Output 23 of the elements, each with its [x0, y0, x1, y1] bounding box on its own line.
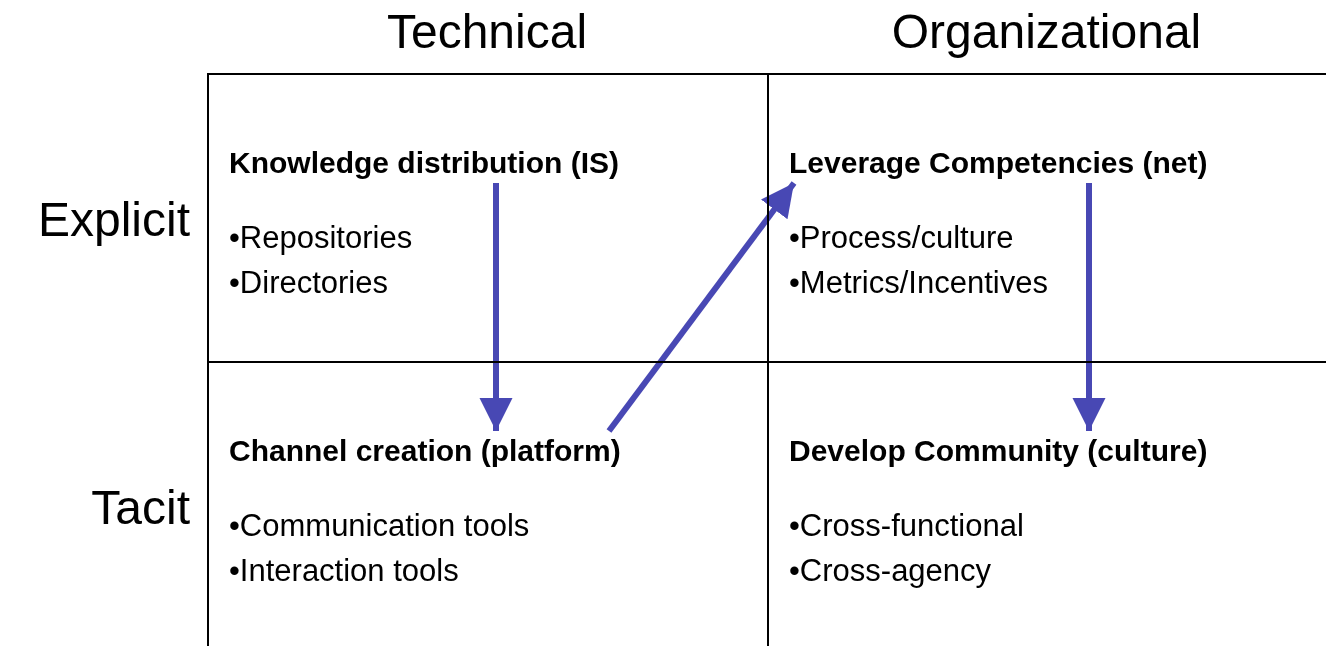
bullet-item: •Repositories: [229, 219, 413, 257]
quadrant-heading: Develop Community (culture): [789, 431, 1208, 471]
quadrant-cell: [767, 361, 1326, 646]
bullet-item: •Interaction tools: [229, 552, 460, 590]
row-header: Tacit: [90, 480, 190, 536]
arrow: [479, 183, 513, 431]
quadrant-heading: Channel creation (platform): [229, 431, 621, 471]
quadrant-cell: [767, 73, 1326, 361]
arrow: [606, 181, 797, 433]
quadrant-heading: Leverage Competencies (net): [789, 143, 1208, 183]
bullet-item: •Cross-functional: [789, 507, 1024, 545]
bullet-item: •Process/culture: [789, 219, 1015, 257]
bullet-item: •Directories: [229, 264, 389, 302]
bullet-item: •Metrics/Incentives: [789, 264, 1048, 302]
arrow: [1072, 183, 1106, 431]
quadrant-cell: [207, 361, 767, 646]
quadrant-cell: [207, 73, 767, 361]
row-header: Explicit: [36, 192, 190, 248]
bullet-item: •Communication tools: [229, 507, 530, 545]
column-header: Organizational: [890, 4, 1203, 60]
column-header: Technical: [385, 4, 589, 60]
bullet-item: •Cross-agency: [789, 552, 993, 590]
quadrant-heading: Knowledge distribution (IS): [229, 143, 619, 183]
